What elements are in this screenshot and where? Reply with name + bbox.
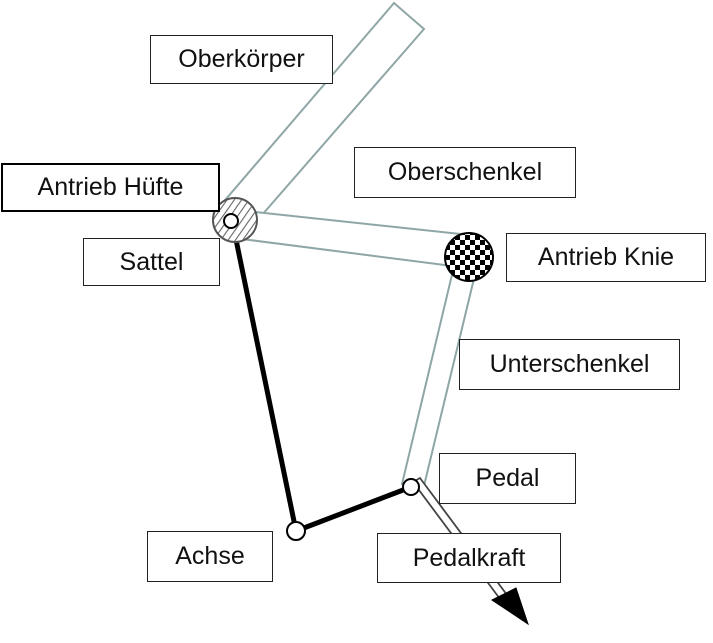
label-pedalkraft: Pedalkraft [377, 533, 561, 583]
thigh-segment [232, 208, 472, 270]
label-achse: Achse [147, 531, 273, 582]
label-oberschenkel: Oberschenkel [354, 147, 576, 198]
label-sattel: Sattel [83, 238, 220, 286]
label-antrieb-huefte: Antrieb Hüfte [1, 163, 220, 212]
pedal-force-arrow-head [491, 587, 529, 626]
label-unterschenkel: Unterschenkel [459, 339, 680, 390]
knee-drive-joint [444, 232, 494, 282]
axle-joint [286, 521, 306, 541]
label-oberkoerper: Oberkörper [150, 35, 333, 84]
pedal-joint [402, 478, 420, 496]
label-pedal: Pedal [439, 453, 576, 504]
saddle-joint [223, 213, 239, 229]
frame-link [230, 224, 412, 534]
label-antrieb-knie: Antrieb Knie [506, 233, 706, 282]
